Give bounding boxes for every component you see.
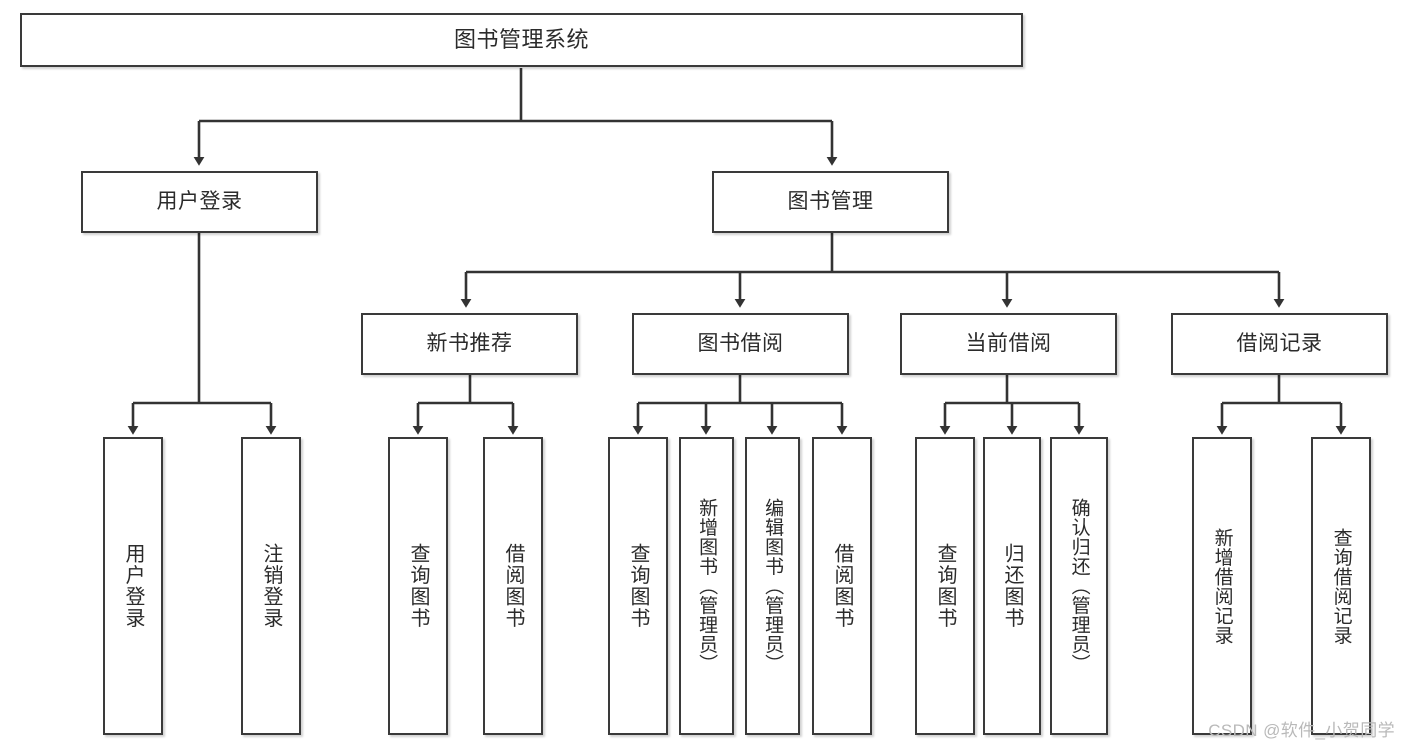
node-borrow-record[interactable]: 借阅记录 xyxy=(1171,313,1388,375)
node-leaf-query-book-2[interactable]: 查询图书 xyxy=(608,437,668,735)
node-leaf-borrow-book-1[interactable]: 借阅图书 xyxy=(483,437,543,735)
node-book-manage-label: 图书管理 xyxy=(787,189,874,213)
node-leaf-add-record-label: 新增借阅记录 xyxy=(1211,527,1233,645)
node-leaf-query-book-3-label: 查询图书 xyxy=(934,543,956,629)
node-leaf-borrow-book-2[interactable]: 借阅图书 xyxy=(812,437,872,735)
node-current-borrow-label: 当前借阅 xyxy=(965,331,1052,355)
node-leaf-add-record[interactable]: 新增借阅记录 xyxy=(1192,437,1252,735)
node-root-label: 图书管理系统 xyxy=(453,27,589,53)
node-new-book-recommend-label: 新书推荐 xyxy=(426,331,513,355)
node-book-borrow-label: 图书借阅 xyxy=(697,331,784,355)
node-leaf-return-book-label: 归还图书 xyxy=(1001,543,1023,629)
node-borrow-record-label: 借阅记录 xyxy=(1236,331,1323,355)
node-leaf-add-book[interactable]: 新增图书（管理员） xyxy=(679,437,734,735)
node-leaf-query-book-3[interactable]: 查询图书 xyxy=(915,437,975,735)
node-leaf-user-login-label: 用户登录 xyxy=(122,543,144,629)
node-leaf-borrow-book-2-label: 借阅图书 xyxy=(831,543,853,629)
node-leaf-confirm-return-label: 确认归还（管理员） xyxy=(1068,498,1090,674)
node-leaf-logout-login-label: 注销登录 xyxy=(260,543,282,629)
node-leaf-add-book-label: 新增图书（管理员） xyxy=(696,498,718,674)
node-leaf-borrow-book-1-label: 借阅图书 xyxy=(502,543,524,629)
node-leaf-query-book-1[interactable]: 查询图书 xyxy=(388,437,448,735)
node-leaf-user-login[interactable]: 用户登录 xyxy=(103,437,163,735)
node-current-borrow[interactable]: 当前借阅 xyxy=(900,313,1117,375)
node-book-manage[interactable]: 图书管理 xyxy=(712,171,949,233)
node-new-book-recommend[interactable]: 新书推荐 xyxy=(361,313,578,375)
node-leaf-query-book-1-label: 查询图书 xyxy=(407,543,429,629)
node-leaf-query-book-2-label: 查询图书 xyxy=(627,543,649,629)
watermark: CSDN @软件_小贺同学 xyxy=(1208,721,1395,740)
node-leaf-confirm-return[interactable]: 确认归还（管理员） xyxy=(1050,437,1108,735)
node-user-login[interactable]: 用户登录 xyxy=(81,171,318,233)
node-user-login-label: 用户登录 xyxy=(156,189,243,213)
node-leaf-edit-book-label: 编辑图书（管理员） xyxy=(762,498,784,674)
node-leaf-query-record-label: 查询借阅记录 xyxy=(1330,527,1352,645)
node-leaf-query-record[interactable]: 查询借阅记录 xyxy=(1311,437,1371,735)
node-root[interactable]: 图书管理系统 xyxy=(20,13,1023,67)
node-leaf-return-book[interactable]: 归还图书 xyxy=(983,437,1041,735)
node-leaf-logout-login[interactable]: 注销登录 xyxy=(241,437,301,735)
node-book-borrow[interactable]: 图书借阅 xyxy=(632,313,849,375)
node-leaf-edit-book[interactable]: 编辑图书（管理员） xyxy=(745,437,800,735)
